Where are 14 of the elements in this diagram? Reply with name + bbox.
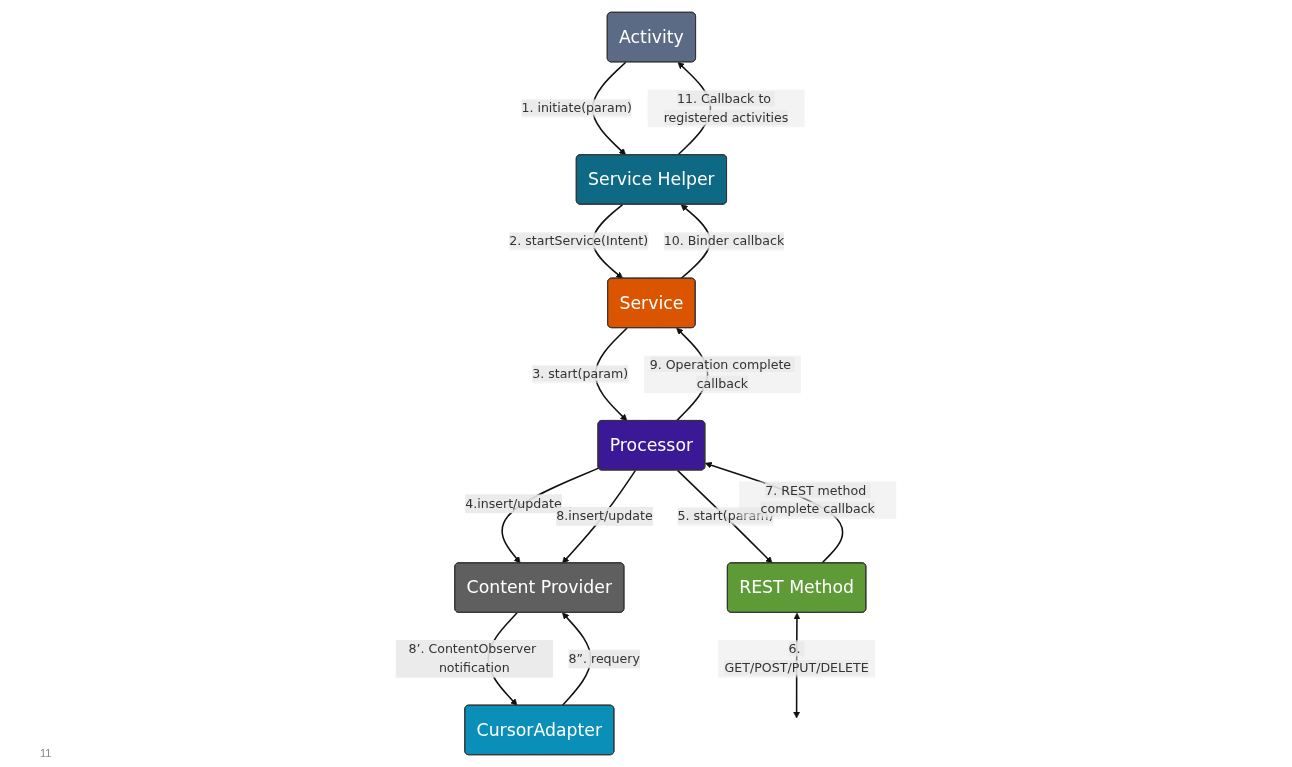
edge-label: 3. start(param): [532, 366, 629, 382]
page-number: 11: [40, 747, 52, 759]
edge-label: 11. Callback to registered activities: [663, 91, 789, 125]
edge-label: 10. Binder callback: [663, 233, 785, 249]
edge-label: 6. GET/POST/PUT/DELETE: [724, 641, 869, 676]
edge-label: 8.insert/update: [556, 508, 653, 524]
arrow: [594, 327, 628, 422]
edge-label: 2. startService(Intent): [509, 233, 649, 249]
edge-label: 8’. ContentObserver notification: [408, 641, 537, 676]
edge-label: 8”. requery: [568, 651, 640, 667]
edge-label: 4.insert/update: [465, 495, 562, 511]
edge-label: 9. Operation complete callback: [649, 356, 792, 391]
arrow: [591, 61, 627, 156]
edge-label: 1. initiate(param): [521, 100, 632, 116]
